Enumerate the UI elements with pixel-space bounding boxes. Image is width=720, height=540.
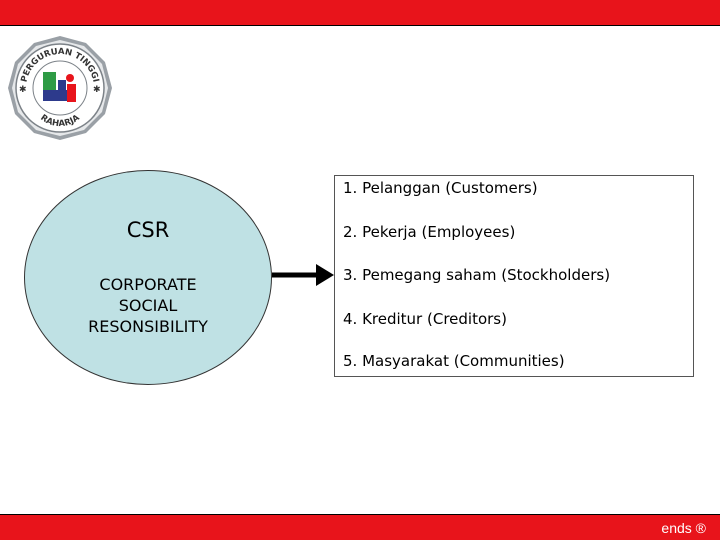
list-item: 2. Pekerja (Employees) [343, 223, 516, 241]
top-bar [0, 0, 720, 26]
footer-text: ends ® [661, 520, 706, 536]
svg-text:✱: ✱ [93, 85, 101, 95]
list-item: 5. Masyarakat (Communities) [343, 352, 565, 370]
svg-text:✱: ✱ [19, 85, 27, 95]
list-item: 3. Pemegang saham (Stockholders) [343, 266, 611, 284]
svg-text:RAHARJA: RAHARJA [38, 113, 82, 129]
raharja-logo: PERGURUAN TINGGI RAHARJA ✱ ✱ [6, 34, 114, 142]
csr-subtitle: CORPORATE SOCIAL RESONSIBILITY [88, 275, 208, 336]
arrow-right-icon [272, 264, 334, 286]
footer-bar: ends ® [0, 514, 720, 540]
list-item: 1. Pelanggan (Customers) [343, 179, 538, 197]
csr-title: CSR [126, 218, 170, 242]
csr-circle [24, 170, 272, 385]
list-item: 4. Kreditur (Creditors) [343, 310, 507, 328]
stakeholder-list: 1. Pelanggan (Customers) 2. Pekerja (Emp… [334, 175, 694, 377]
